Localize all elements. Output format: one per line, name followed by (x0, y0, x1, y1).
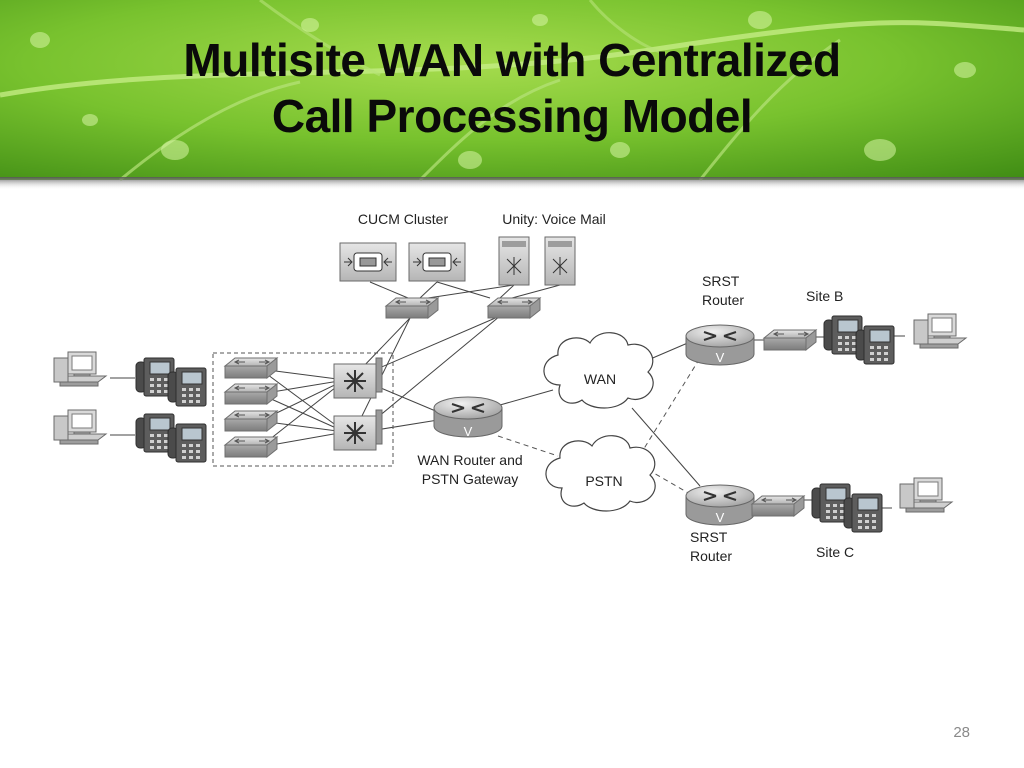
hq-access-switch (224, 383, 278, 405)
connection-lines (110, 281, 905, 509)
wan-cloud-label: WAN (584, 371, 616, 387)
router-badge: V (716, 350, 725, 365)
slide-title: Multisite WAN with Centralized Call Proc… (0, 32, 1024, 144)
slide-title-line-2: Call Processing Model (271, 90, 753, 142)
pstn-cloud-label: PSTN (585, 473, 622, 489)
hq-access-switch (224, 436, 278, 458)
slide-title-line-1: Multisite WAN with Centralized (183, 34, 841, 86)
unity-server-icon (498, 236, 530, 286)
site-b-switch (763, 329, 817, 351)
site-c-label: Site C (816, 544, 854, 560)
cucm-server-icon (339, 242, 397, 282)
wan-router-label-line1: WAN Router and (417, 452, 522, 468)
site-c-phone-icon (843, 493, 883, 533)
router-badge: V (464, 424, 473, 439)
wan-cloud (543, 332, 654, 409)
header-banner (0, 0, 1024, 190)
unity-voice-mail-label: Unity: Voice Mail (502, 211, 605, 227)
srst-router-b-label-line2: Router (702, 292, 744, 308)
wan-router-icon: V (433, 396, 503, 439)
unity-server-icon (544, 236, 576, 286)
hq-phone-icon (167, 423, 207, 463)
srst-router-c-icon: V (685, 484, 755, 526)
hq-access-switch (224, 410, 278, 432)
site-b-phone-icon (855, 325, 895, 365)
distribution-switch-icon (333, 357, 383, 399)
site-b-label: Site B (806, 288, 843, 304)
srst-router-b-label-line1: SRST (702, 273, 740, 289)
hq-pc-icon (53, 409, 107, 445)
cucm-cluster-label: CUCM Cluster (358, 211, 449, 227)
site-b-pc-icon (913, 313, 967, 349)
site-c-switch (751, 495, 805, 517)
hq-phone-icon (167, 367, 207, 407)
srst-router-b-icon: V (685, 324, 755, 366)
hq-pc-icon (53, 351, 107, 387)
wan-router-label-line2: PSTN Gateway (422, 471, 518, 487)
pstn-cloud (545, 435, 656, 512)
cucm-server-icon (408, 242, 466, 282)
srst-router-c-label-line2: Router (690, 548, 732, 564)
distribution-switch-icon (333, 409, 383, 451)
server-switch (487, 297, 541, 319)
server-switch (385, 297, 439, 319)
leaf-background (0, 0, 1024, 190)
site-c-pc-icon (899, 477, 953, 513)
srst-router-c-label-line1: SRST (690, 529, 728, 545)
page-number: 28 (953, 724, 970, 741)
hq-access-switch (224, 357, 278, 379)
router-badge: V (716, 510, 725, 525)
